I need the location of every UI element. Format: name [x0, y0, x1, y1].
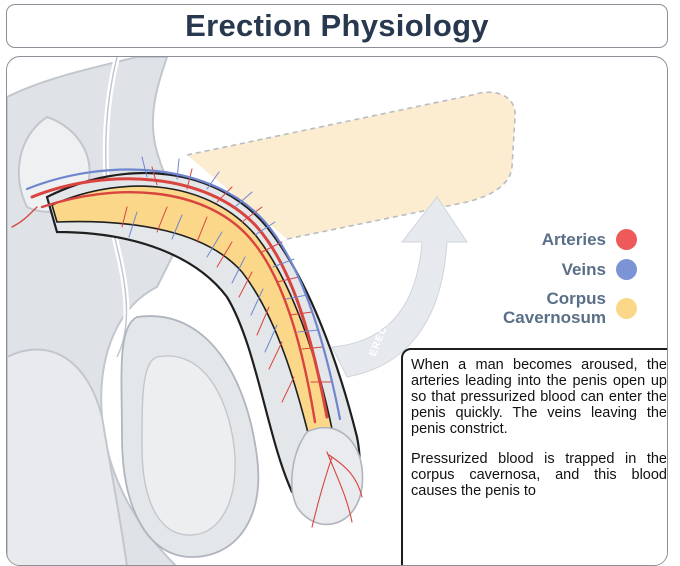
legend-item-veins: Veins	[457, 259, 637, 280]
page-title: Erection Physiology	[185, 8, 489, 44]
description-paragraph-1: When a man becomes aroused, the arteries…	[411, 357, 667, 437]
legend-label-corpus: Corpus Cavernosum	[503, 289, 606, 327]
glans	[292, 428, 363, 525]
legend-item-arteries: Arteries	[457, 229, 637, 250]
diagram-panel: ERECT POSITION Arteries	[6, 56, 668, 566]
legend-label-arteries: Arteries	[542, 230, 606, 249]
red-dot-icon	[616, 229, 637, 250]
legend: Arteries Veins Corpus Cavernosum	[457, 229, 637, 336]
yellow-dot-icon	[616, 298, 637, 319]
blue-dot-icon	[616, 259, 637, 280]
title-banner: Erection Physiology	[6, 4, 668, 48]
legend-label-veins: Veins	[562, 260, 606, 279]
thigh-shape	[7, 350, 127, 566]
description-box: When a man becomes aroused, the arteries…	[401, 348, 668, 566]
description-paragraph-2: Pressurized blood is trapped in the corp…	[411, 451, 667, 499]
legend-item-corpus: Corpus Cavernosum	[457, 289, 637, 327]
